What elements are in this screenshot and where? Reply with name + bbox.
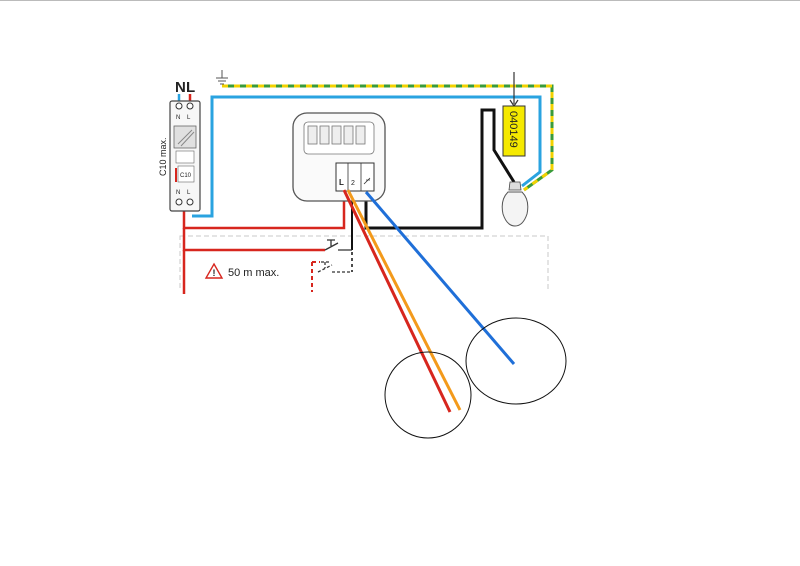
- earth-symbol-icon: [216, 70, 228, 85]
- warning-triangle-icon: [204, 262, 224, 279]
- breaker-top-label-n: N: [175, 79, 186, 96]
- svg-text:!: !: [213, 268, 216, 278]
- module-terminal-l: L: [339, 178, 344, 187]
- breaker-rating-face: C10: [180, 173, 192, 179]
- phase-wires: [182, 190, 346, 294]
- lamp-reference: 040149: [507, 111, 519, 148]
- module-terminal-2: 2: [351, 180, 355, 187]
- breaker-terminal-top-l: L: [187, 115, 191, 121]
- neutral-wire: [192, 95, 542, 218]
- overlay-annotations: [342, 189, 567, 439]
- breaker-top-label-l: L: [186, 79, 195, 96]
- breaker-terminal-top-n: N: [176, 115, 180, 121]
- return-wire: [364, 108, 516, 230]
- pushbutton-dashed-wire: [311, 261, 320, 292]
- switch-module: L 2: [292, 112, 386, 202]
- lamp-assembly: 040149: [501, 72, 529, 227]
- earth-wire: [222, 84, 554, 192]
- breaker-rating-side: C10 max.: [158, 137, 168, 176]
- highlight-circle-left: [384, 351, 472, 439]
- breaker-terminal-bottom-l: L: [187, 190, 191, 196]
- highlight-circle-right: [465, 317, 567, 405]
- warning-note: ! 50 m max.: [204, 262, 279, 279]
- light-bulb-icon: [501, 191, 529, 227]
- breaker-terminal-bottom-n: N: [176, 190, 180, 196]
- circuit-breaker: N L N L C10 N L C10 max.: [158, 79, 201, 212]
- option-dashed-box: [179, 235, 549, 299]
- warning-distance: 50 m max.: [228, 267, 279, 279]
- top-border-line: [0, 0, 800, 1]
- pushbutton-switches: [317, 239, 352, 273]
